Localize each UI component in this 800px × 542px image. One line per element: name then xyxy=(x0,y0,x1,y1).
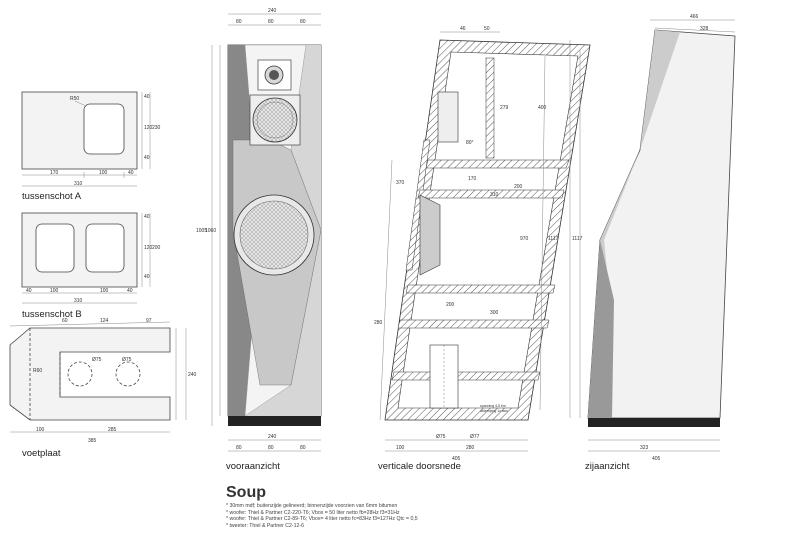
dim-label: 1117 xyxy=(572,236,583,242)
partition-a-drawing xyxy=(21,91,151,187)
dim-label: 230 xyxy=(152,125,161,131)
dim-label: 310 xyxy=(74,298,83,304)
dim-label: 40 xyxy=(144,94,150,100)
vertical-section-drawing xyxy=(379,31,591,452)
dim-label: 100 xyxy=(99,170,108,176)
port-note: spanning 4,5 t/m xyxy=(480,404,506,408)
dim-label: 405 xyxy=(452,456,461,462)
dim-label: 40 xyxy=(26,288,32,294)
dim-label: 370 xyxy=(396,180,405,186)
caption-side-view: zijaanzicht xyxy=(585,461,630,472)
dim-label: R60 xyxy=(33,368,43,374)
partition-b-drawing xyxy=(21,212,151,304)
dim-label: 400 xyxy=(538,105,547,111)
dim-label: 80 xyxy=(236,19,242,25)
dim-label: 100 xyxy=(396,445,405,451)
dim-label: 300 xyxy=(490,310,499,316)
drawing-title: Soup xyxy=(226,484,266,501)
dim-label: Ø75 xyxy=(92,357,102,363)
dim-label: 80 xyxy=(268,19,274,25)
dim-label: 40 xyxy=(127,288,133,294)
dim-label: 124 xyxy=(100,318,109,324)
dim-label: 1060 xyxy=(205,228,217,234)
dim-label: 200 xyxy=(446,302,455,308)
dim-label: 328 xyxy=(700,26,709,32)
dim-label: 80 xyxy=(236,445,242,451)
dim-label: 310 xyxy=(74,181,83,187)
dim-label: 40 xyxy=(144,155,150,161)
dim-label: 100 xyxy=(50,288,59,294)
dim-label: 80° xyxy=(466,140,474,146)
dim-label: 170 xyxy=(468,176,477,182)
dim-label: 40 xyxy=(128,170,134,176)
caption-partition-a: tussenschot A xyxy=(22,191,82,202)
dim-label: 50 xyxy=(484,26,490,32)
port-note: afdemping 1x aan xyxy=(480,409,508,413)
spec-notes: * 30mm mdf; buitenzijde gelineerd; binne… xyxy=(226,503,418,529)
dim-label: 310 xyxy=(490,192,499,198)
dim-label: Ø77 xyxy=(470,434,480,440)
dim-label: 466 xyxy=(690,14,699,20)
dim-label: 200 xyxy=(152,245,161,251)
dim-label: 40 xyxy=(144,214,150,220)
dim-label: 240 xyxy=(268,8,277,14)
spec-note: * tweeter: Thiel & Partner C2-12-6 xyxy=(226,522,305,529)
caption-partition-b: tussenschot B xyxy=(22,309,82,320)
dim-label: 240 xyxy=(188,372,197,378)
front-view-drawing xyxy=(211,13,322,452)
dim-label: 100 xyxy=(100,288,109,294)
dim-label: 170 xyxy=(50,170,59,176)
dim-label: 970 xyxy=(520,236,529,242)
dim-label: 80 xyxy=(268,445,274,451)
base-plate-drawing xyxy=(9,321,187,433)
dim-label: 405 xyxy=(652,456,661,462)
dim-label: 120 xyxy=(144,125,153,131)
dim-label: Ø75 xyxy=(122,357,132,363)
spec-note: * woofer: Thiel & Partner C2-89-T6; Vbox… xyxy=(226,516,418,523)
dim-label: R50 xyxy=(70,96,80,102)
caption-front-view: vooraanzicht xyxy=(226,461,280,472)
dim-label: 240 xyxy=(268,434,277,440)
dim-label: Ø75 xyxy=(436,434,446,440)
dim-label: 97 xyxy=(146,318,152,324)
dim-label: 80 xyxy=(300,445,306,451)
dim-label: 120 xyxy=(144,245,153,251)
dim-label: 1117 xyxy=(548,236,559,242)
dim-label: 285 xyxy=(108,427,117,433)
dim-label: 46 xyxy=(460,26,466,32)
dim-label: 323 xyxy=(640,445,649,451)
caption-base-plate: voetplaat xyxy=(22,448,61,459)
dim-label: 80 xyxy=(300,19,306,25)
spec-note: * 30mm mdf; buitenzijde gelineerd; binne… xyxy=(226,503,398,509)
caption-vertical-section: verticale doorsnede xyxy=(378,461,461,472)
dim-label: 279 xyxy=(500,105,509,111)
side-view-drawing xyxy=(569,19,736,452)
spec-note: * woofer: Thiel & Partner C2-220-T6; Vbo… xyxy=(226,509,400,516)
dim-label: 60 xyxy=(62,318,68,324)
dim-label: 100 xyxy=(36,427,45,433)
dim-label: 280 xyxy=(466,445,475,451)
dim-label: 200 xyxy=(514,184,523,190)
dim-label: 1005 xyxy=(196,228,208,234)
dim-label: 385 xyxy=(88,438,97,444)
dim-label: 40 xyxy=(144,274,150,280)
dim-label: 280 xyxy=(374,320,383,326)
